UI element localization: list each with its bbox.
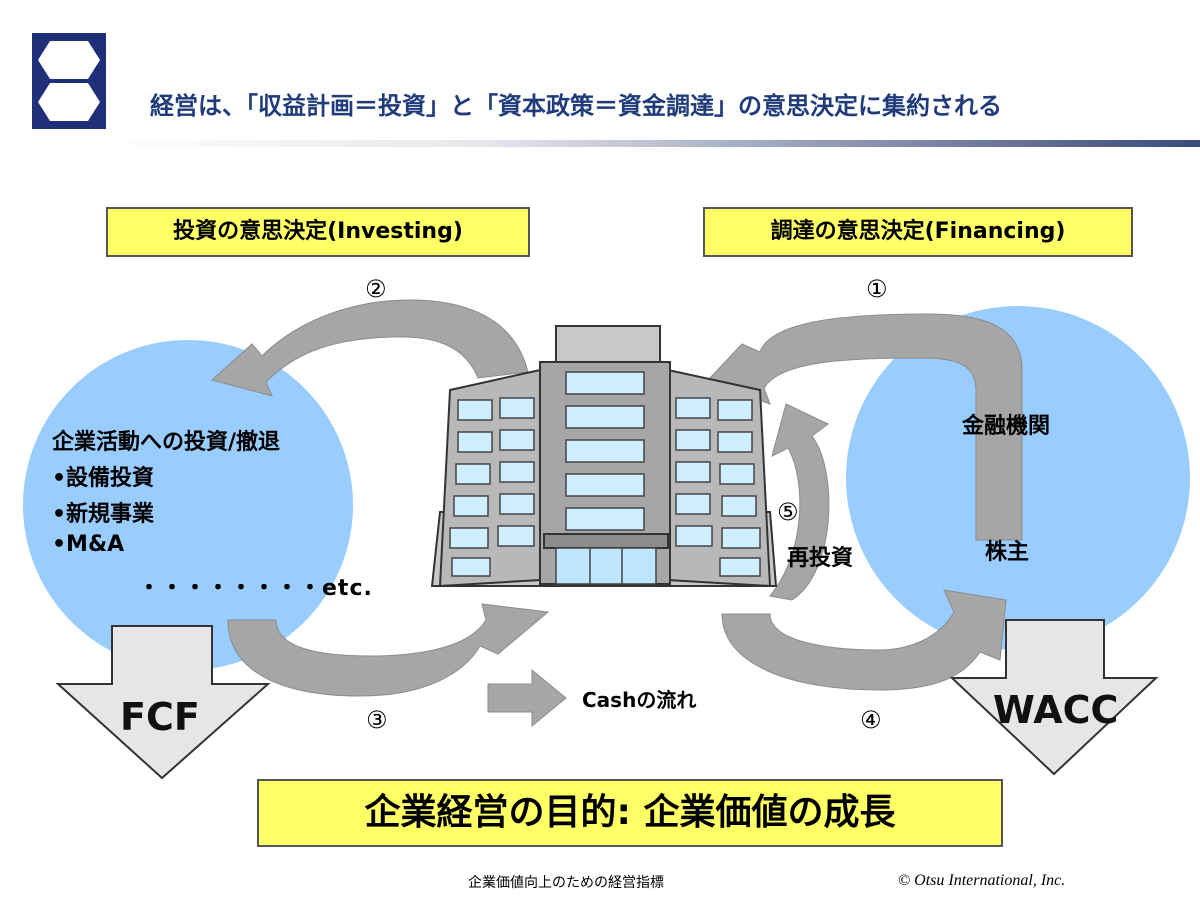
arrow-investing-top <box>210 299 529 397</box>
investing-bullet: •M&A <box>52 532 125 557</box>
investing-bullet: •設備投資 <box>52 466 155 491</box>
title-underline <box>100 140 1200 147</box>
company-logo-icon <box>32 33 106 129</box>
fcf-arrow <box>55 625 271 780</box>
step-number-5: ⑤ <box>777 498 799 526</box>
footer-title: 企業価値向上のための経営指標 <box>468 875 664 891</box>
financing-box: 調達の意思決定(Financing) <box>703 207 1133 257</box>
investing-circle <box>23 340 353 670</box>
step-number-1: ① <box>866 275 888 303</box>
step-number-2: ② <box>365 275 387 303</box>
wacc-label: WACC <box>993 688 1119 732</box>
cash-legend-arrow <box>487 668 567 728</box>
arrow-reinvest <box>769 403 830 601</box>
investing-etc: ・・・・・・・・etc. <box>138 576 373 601</box>
arrow-financing-top <box>707 313 1023 541</box>
investing-heading: 企業活動への投資/撤退 <box>52 430 281 455</box>
financing-source-bank: 金融機関 <box>962 414 1051 439</box>
goal-box: 企業経営の目的: 企業価値の成長 <box>257 779 1003 847</box>
step-number-4: ④ <box>860 706 882 734</box>
fcf-label: FCF <box>120 695 200 739</box>
financing-source-shareholders: 株主 <box>985 540 1030 565</box>
arrow-financing-bottom <box>721 589 1007 691</box>
arrow-investing-bottom <box>227 603 550 697</box>
slide-title: 経営は、「収益計画＝投資」と「資本政策＝資金調達」の意思決定に集約される <box>150 92 1002 120</box>
copyright: © Otsu International, Inc. <box>898 872 1066 889</box>
office-building-icon <box>430 325 778 588</box>
reinvest-label: 再投資 <box>787 546 854 571</box>
investing-box: 投資の意思決定(Investing) <box>106 207 530 257</box>
step-number-3: ③ <box>366 706 388 734</box>
wacc-arrow <box>949 619 1159 776</box>
cash-legend-label: Cashの流れ <box>582 688 697 712</box>
investing-bullet: •新規事業 <box>52 502 155 527</box>
